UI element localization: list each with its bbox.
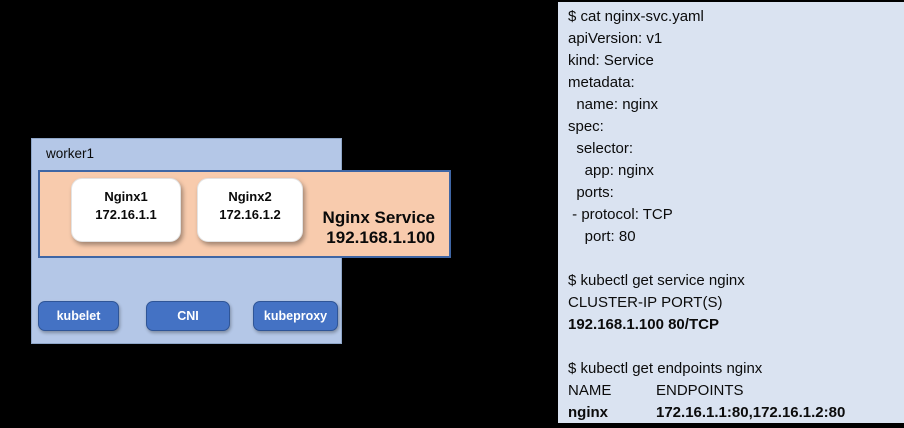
yaml-line: name: nginx: [568, 96, 659, 113]
yaml-line: apiVersion: v1: [568, 30, 663, 47]
service-output-value: 192.168.1.100 80/TCP: [568, 316, 719, 333]
endpoints-header-name: NAME: [568, 382, 612, 399]
endpoints-header-endpoints: ENDPOINTS: [656, 382, 744, 399]
service-title: Nginx Service: [322, 208, 435, 227]
yaml-line: app: nginx: [568, 162, 654, 179]
endpoints-output-header: NAME ENDPOINTS: [568, 380, 896, 402]
nginx-service-box: Nginx1 172.16.1.1 Nginx2 172.16.1.2 Ngin…: [38, 170, 451, 258]
endpoints-row-value: 172.16.1.1:80,172.16.1.2:80: [656, 404, 846, 421]
terminal-blank-line: [568, 248, 896, 270]
worker-node-label: worker1: [46, 146, 95, 161]
terminal-command-get-service: $ kubectl get service nginx: [568, 272, 745, 289]
endpoints-output-row: nginx 172.16.1.1:80,172.16.1.2:80: [568, 402, 896, 424]
cni-box: CNI: [146, 301, 230, 331]
pod-ip: 172.16.1.1: [95, 207, 157, 222]
terminal-command-cat: $ cat nginx-svc.yaml: [568, 8, 704, 25]
service-output-header: CLUSTER-IP PORT(S): [568, 294, 723, 311]
yaml-line: spec:: [568, 118, 604, 135]
yaml-line: ports:: [568, 184, 614, 201]
terminal-command-get-endpoints: $ kubectl get endpoints nginx: [568, 360, 763, 377]
pod-nginx2: Nginx2 172.16.1.2: [197, 178, 303, 242]
yaml-line: metadata:: [568, 74, 635, 91]
pod-name: Nginx2: [228, 189, 272, 204]
yaml-line: port: 80: [568, 228, 636, 245]
kubelet-box: kubelet: [38, 301, 119, 331]
pod-nginx1: Nginx1 172.16.1.1: [71, 178, 181, 242]
service-cluster-ip: 192.168.1.100: [326, 228, 435, 247]
service-label: Nginx Service 192.168.1.100: [323, 208, 435, 248]
yaml-line: kind: Service: [568, 52, 654, 69]
yaml-line: - protocol: TCP: [568, 206, 673, 223]
kubeproxy-box: kubeproxy: [253, 301, 338, 331]
yaml-line: selector:: [568, 140, 634, 157]
terminal-panel: $ cat nginx-svc.yaml apiVersion: v1 kind…: [558, 2, 904, 423]
terminal-blank-line: [568, 336, 896, 358]
pod-name: Nginx1: [104, 189, 148, 204]
endpoints-row-name: nginx: [568, 404, 608, 421]
pod-ip: 172.16.1.2: [219, 207, 281, 222]
